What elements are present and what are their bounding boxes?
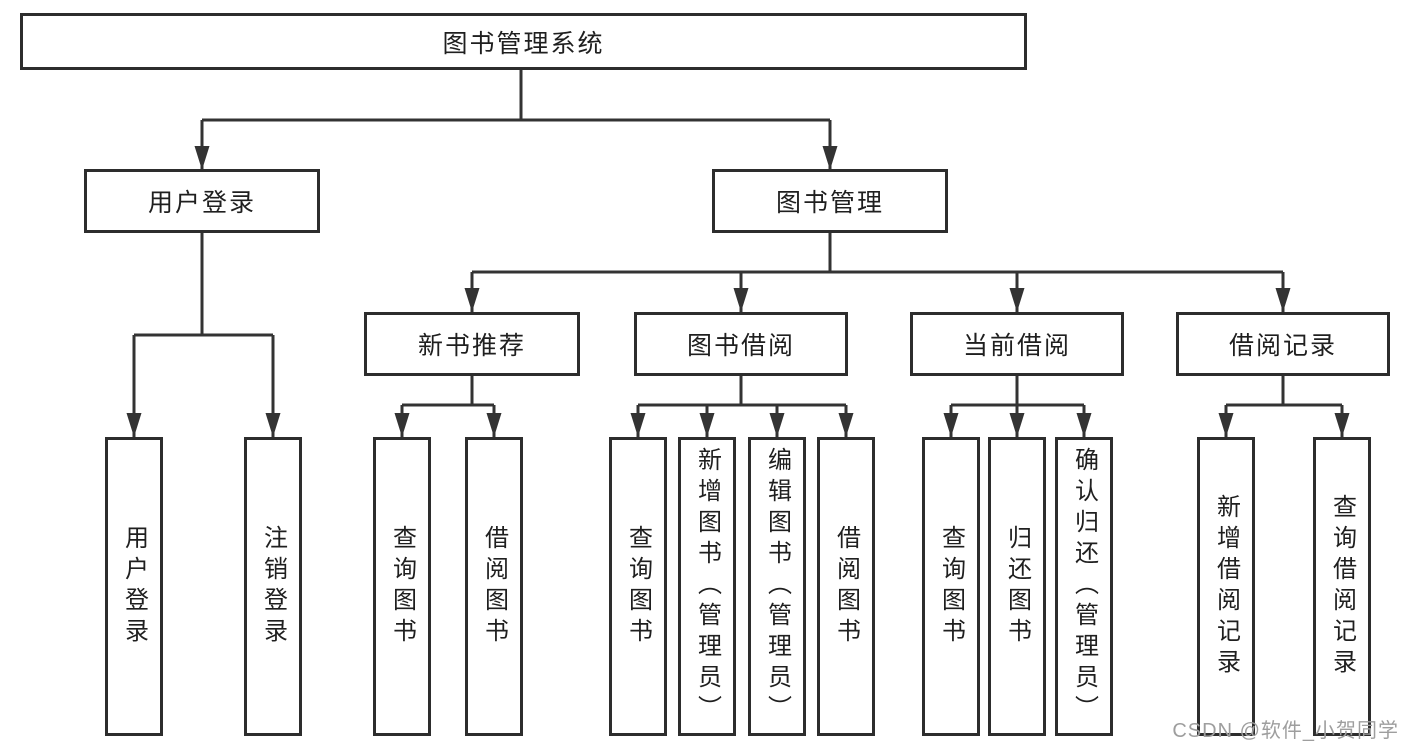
leaf-label: 用户登录	[120, 524, 148, 649]
leaf-borrow-books-recommend: 借阅图书	[465, 437, 523, 736]
node-root-library-system: 图书管理系统	[20, 13, 1027, 70]
leaf-return-books: 归还图书	[988, 437, 1046, 736]
node-book-management: 图书管理	[712, 169, 948, 233]
leaf-label: 注销登录	[259, 524, 287, 649]
leaf-label: 查询借阅记录	[1328, 493, 1356, 680]
leaf-query-borrow-record: 查询借阅记录	[1313, 437, 1371, 736]
leaf-label: 确认归还（管理员）	[1070, 447, 1098, 726]
node-user-login: 用户登录	[84, 169, 320, 233]
leaf-logout: 注销登录	[244, 437, 302, 736]
leaf-query-books-recommend: 查询图书	[373, 437, 431, 736]
leaf-edit-books-admin: 编辑图书（管理员）	[748, 437, 806, 736]
leaf-label: 查询图书	[388, 524, 416, 649]
node-current-borrow: 当前借阅	[910, 312, 1124, 376]
leaf-label: 归还图书	[1003, 524, 1031, 649]
csdn-watermark: CSDN @软件_小贺同学	[1172, 720, 1399, 742]
leaf-label: 借阅图书	[480, 524, 508, 649]
leaf-label: 借阅图书	[832, 524, 860, 649]
leaf-label: 新增图书（管理员）	[693, 447, 721, 726]
leaf-label: 新增借阅记录	[1212, 493, 1240, 680]
node-book-borrow: 图书借阅	[634, 312, 848, 376]
node-borrow-records: 借阅记录	[1176, 312, 1390, 376]
leaf-user-login: 用户登录	[105, 437, 163, 736]
leaf-add-books-admin: 新增图书（管理员）	[678, 437, 736, 736]
leaf-borrow-books: 借阅图书	[817, 437, 875, 736]
node-new-book-recommend: 新书推荐	[364, 312, 580, 376]
connector-segments	[126, 70, 1350, 437]
leaf-confirm-return-admin: 确认归还（管理员）	[1055, 437, 1113, 736]
leaf-label: 查询图书	[937, 524, 965, 649]
leaf-query-books-current: 查询图书	[922, 437, 980, 736]
leaf-add-borrow-record: 新增借阅记录	[1197, 437, 1255, 736]
leaf-label: 查询图书	[624, 524, 652, 649]
leaf-query-books-borrow: 查询图书	[609, 437, 667, 736]
leaf-label: 编辑图书（管理员）	[763, 447, 791, 726]
